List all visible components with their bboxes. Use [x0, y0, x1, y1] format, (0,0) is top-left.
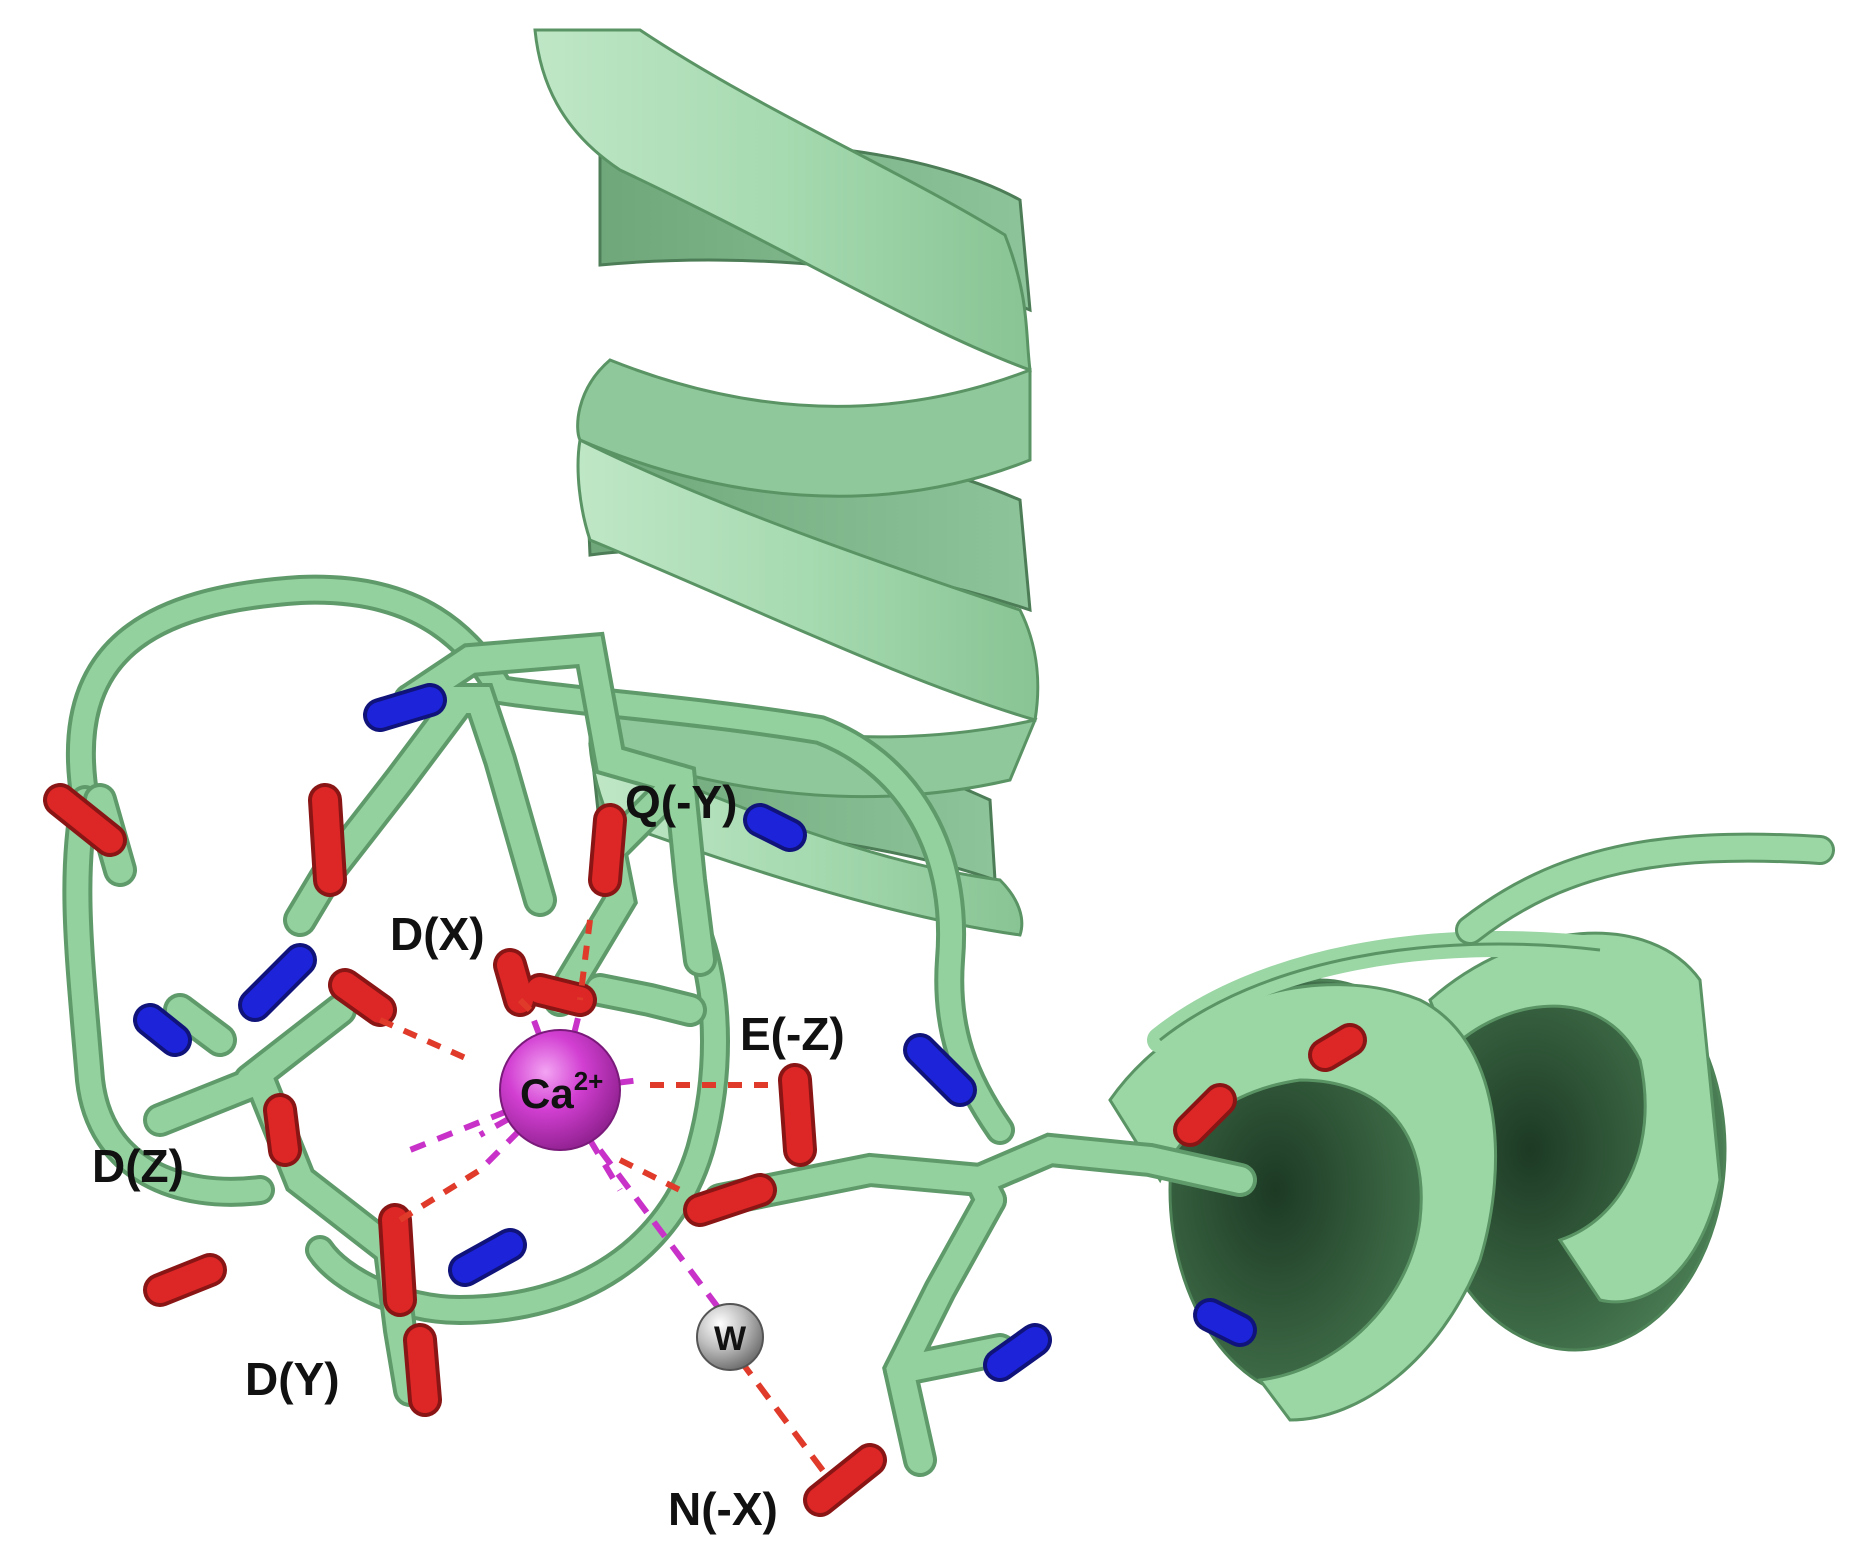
water-molecule: W — [696, 1303, 764, 1371]
water-label: W — [714, 1320, 747, 1358]
label-d-x: D(X) — [390, 908, 485, 960]
label-e-minus-z: E(-Z) — [740, 1008, 845, 1060]
backbone-coil — [62, 574, 1015, 1325]
label-q-minus-y: Q(-Y) — [625, 776, 737, 828]
residue-labels: Q(-Y) D(X) E(-Z) D(Z) D(Y) N(-X) — [92, 776, 845, 1535]
label-d-y: D(Y) — [245, 1353, 340, 1405]
upper-alpha-helix — [533, 28, 1040, 937]
ion-charge: 2+ — [574, 1066, 604, 1096]
lower-right-alpha-helix — [1108, 832, 1835, 1422]
label-n-minus-x: N(-X) — [668, 1483, 778, 1535]
ion-symbol: Ca — [520, 1070, 574, 1117]
calcium-ion: Ca2+ — [499, 1029, 621, 1151]
label-d-z: D(Z) — [92, 1140, 184, 1192]
residue-sticks — [43, 631, 1367, 1517]
coordination-bonds — [378, 919, 833, 1482]
svg-text:Ca2+: Ca2+ — [520, 1066, 603, 1117]
